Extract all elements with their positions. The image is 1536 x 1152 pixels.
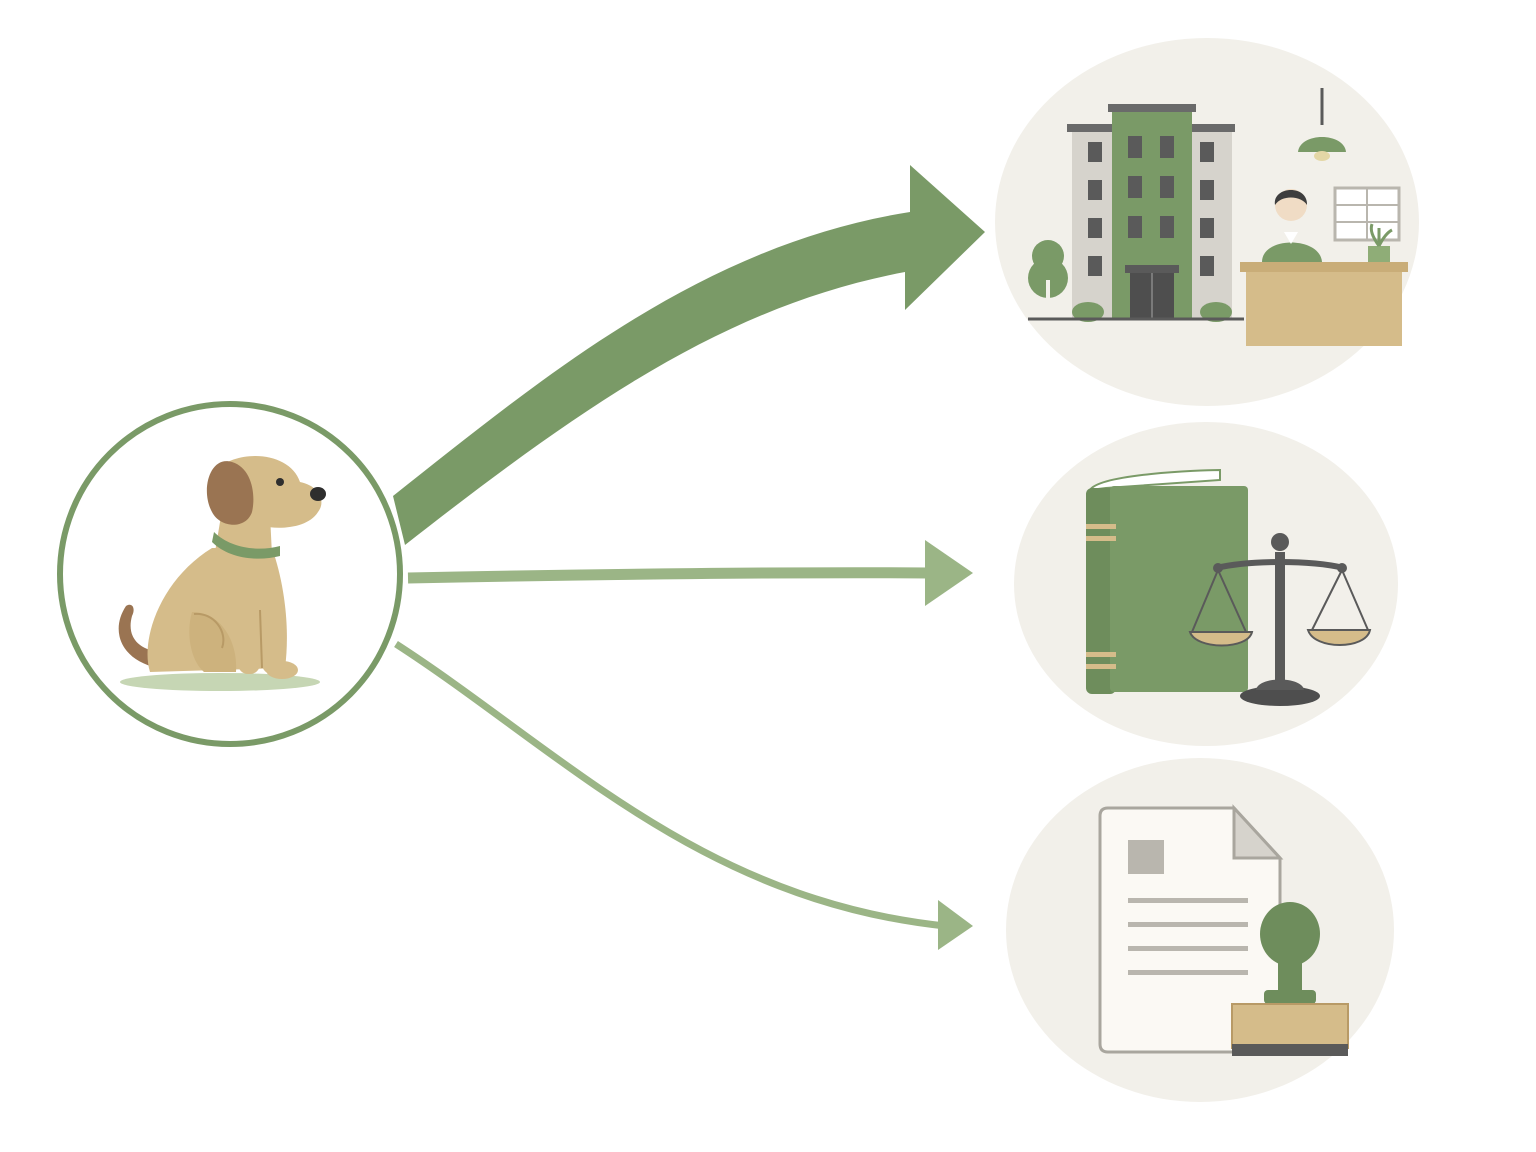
source-node bbox=[57, 401, 403, 747]
office-building-reception-icon bbox=[1028, 88, 1408, 346]
target-node-office bbox=[995, 38, 1419, 406]
arrow-mid-line bbox=[407, 567, 931, 584]
arrow-mid-head bbox=[925, 540, 973, 606]
law-book-scales-icon bbox=[1086, 468, 1372, 706]
target-node-document bbox=[1006, 758, 1394, 1102]
dog-icon bbox=[118, 456, 326, 691]
arrow-bottom-line bbox=[394, 641, 946, 930]
arrow-to-document bbox=[394, 641, 973, 950]
arrow-to-office bbox=[393, 165, 985, 545]
arrow-thick-shape bbox=[393, 165, 985, 545]
arrow-bottom-head bbox=[938, 900, 973, 950]
target-node-law bbox=[1014, 422, 1398, 746]
arrow-to-law bbox=[407, 540, 973, 606]
stamped-document-icon bbox=[1098, 804, 1349, 1056]
